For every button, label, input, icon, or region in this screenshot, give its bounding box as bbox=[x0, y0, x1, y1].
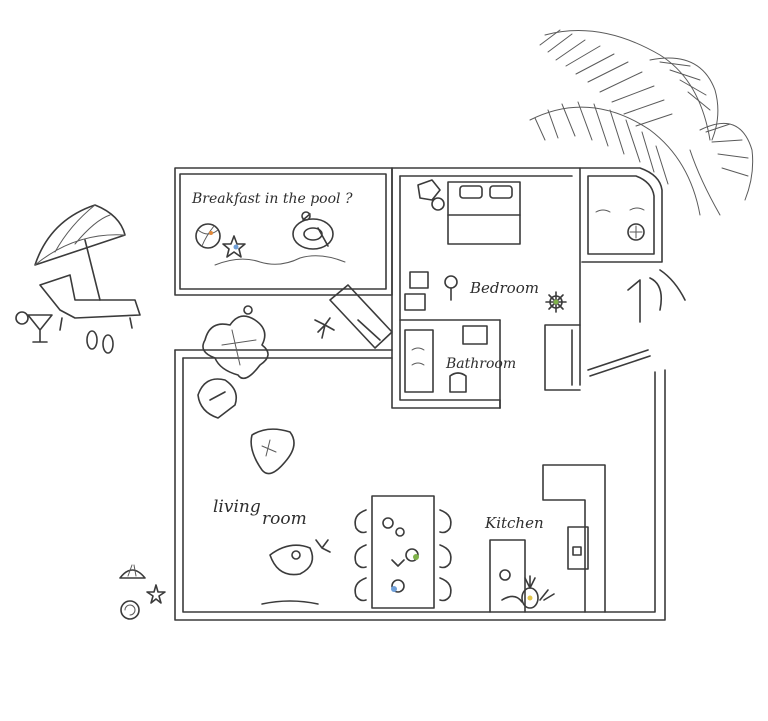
water-ripple bbox=[214, 255, 346, 266]
pool-float-icon bbox=[292, 211, 334, 250]
tropical-leaf-icon bbox=[202, 305, 269, 380]
cocktail-glass-icon bbox=[15, 311, 53, 343]
banana-icon bbox=[501, 595, 523, 603]
chair-icon bbox=[417, 179, 445, 211]
pool-label: Breakfast in the pool ? bbox=[191, 191, 353, 207]
seashell-icon bbox=[119, 564, 146, 579]
pineapple-icon bbox=[521, 575, 539, 609]
plant-leaves-icon bbox=[539, 589, 555, 601]
sofa-icon bbox=[261, 600, 319, 605]
fruit-icon bbox=[499, 569, 511, 581]
living-room-label-line2: room bbox=[262, 509, 307, 529]
flip-flops-icon bbox=[86, 330, 114, 354]
terrace-decor bbox=[595, 207, 686, 323]
plant-icon bbox=[314, 317, 335, 339]
pool-lounger-icon bbox=[329, 284, 393, 349]
beach-ball-icon bbox=[195, 223, 221, 249]
bathtub-icon bbox=[404, 329, 434, 393]
bedroom-label: Bedroom bbox=[469, 279, 539, 297]
guitar-pick-rug-icon bbox=[250, 428, 295, 475]
snail-shell-icon bbox=[120, 600, 140, 620]
living-room-label-line1: living bbox=[213, 497, 261, 517]
bed-icon bbox=[447, 181, 521, 245]
toilet-icon bbox=[449, 372, 467, 393]
dining-chairs bbox=[354, 509, 452, 602]
armchair-icon bbox=[197, 378, 238, 419]
coffee-table-icon bbox=[269, 539, 331, 576]
starfish-small-icon bbox=[146, 584, 166, 604]
palm-tree-icon bbox=[529, 29, 754, 216]
dining-table-icon bbox=[371, 495, 435, 609]
beach-umbrella-icon bbox=[34, 204, 126, 301]
house-walls bbox=[174, 167, 666, 621]
bathroom-label: Bathroom bbox=[445, 356, 516, 372]
sun-lounger-icon bbox=[39, 274, 141, 331]
kitchen-label: Kitchen bbox=[484, 514, 544, 532]
color-accents bbox=[209, 231, 559, 601]
sink-icon bbox=[462, 325, 488, 345]
starfish-icon bbox=[222, 235, 246, 258]
nightstand bbox=[404, 293, 426, 311]
desk-chair-icon bbox=[409, 271, 458, 301]
